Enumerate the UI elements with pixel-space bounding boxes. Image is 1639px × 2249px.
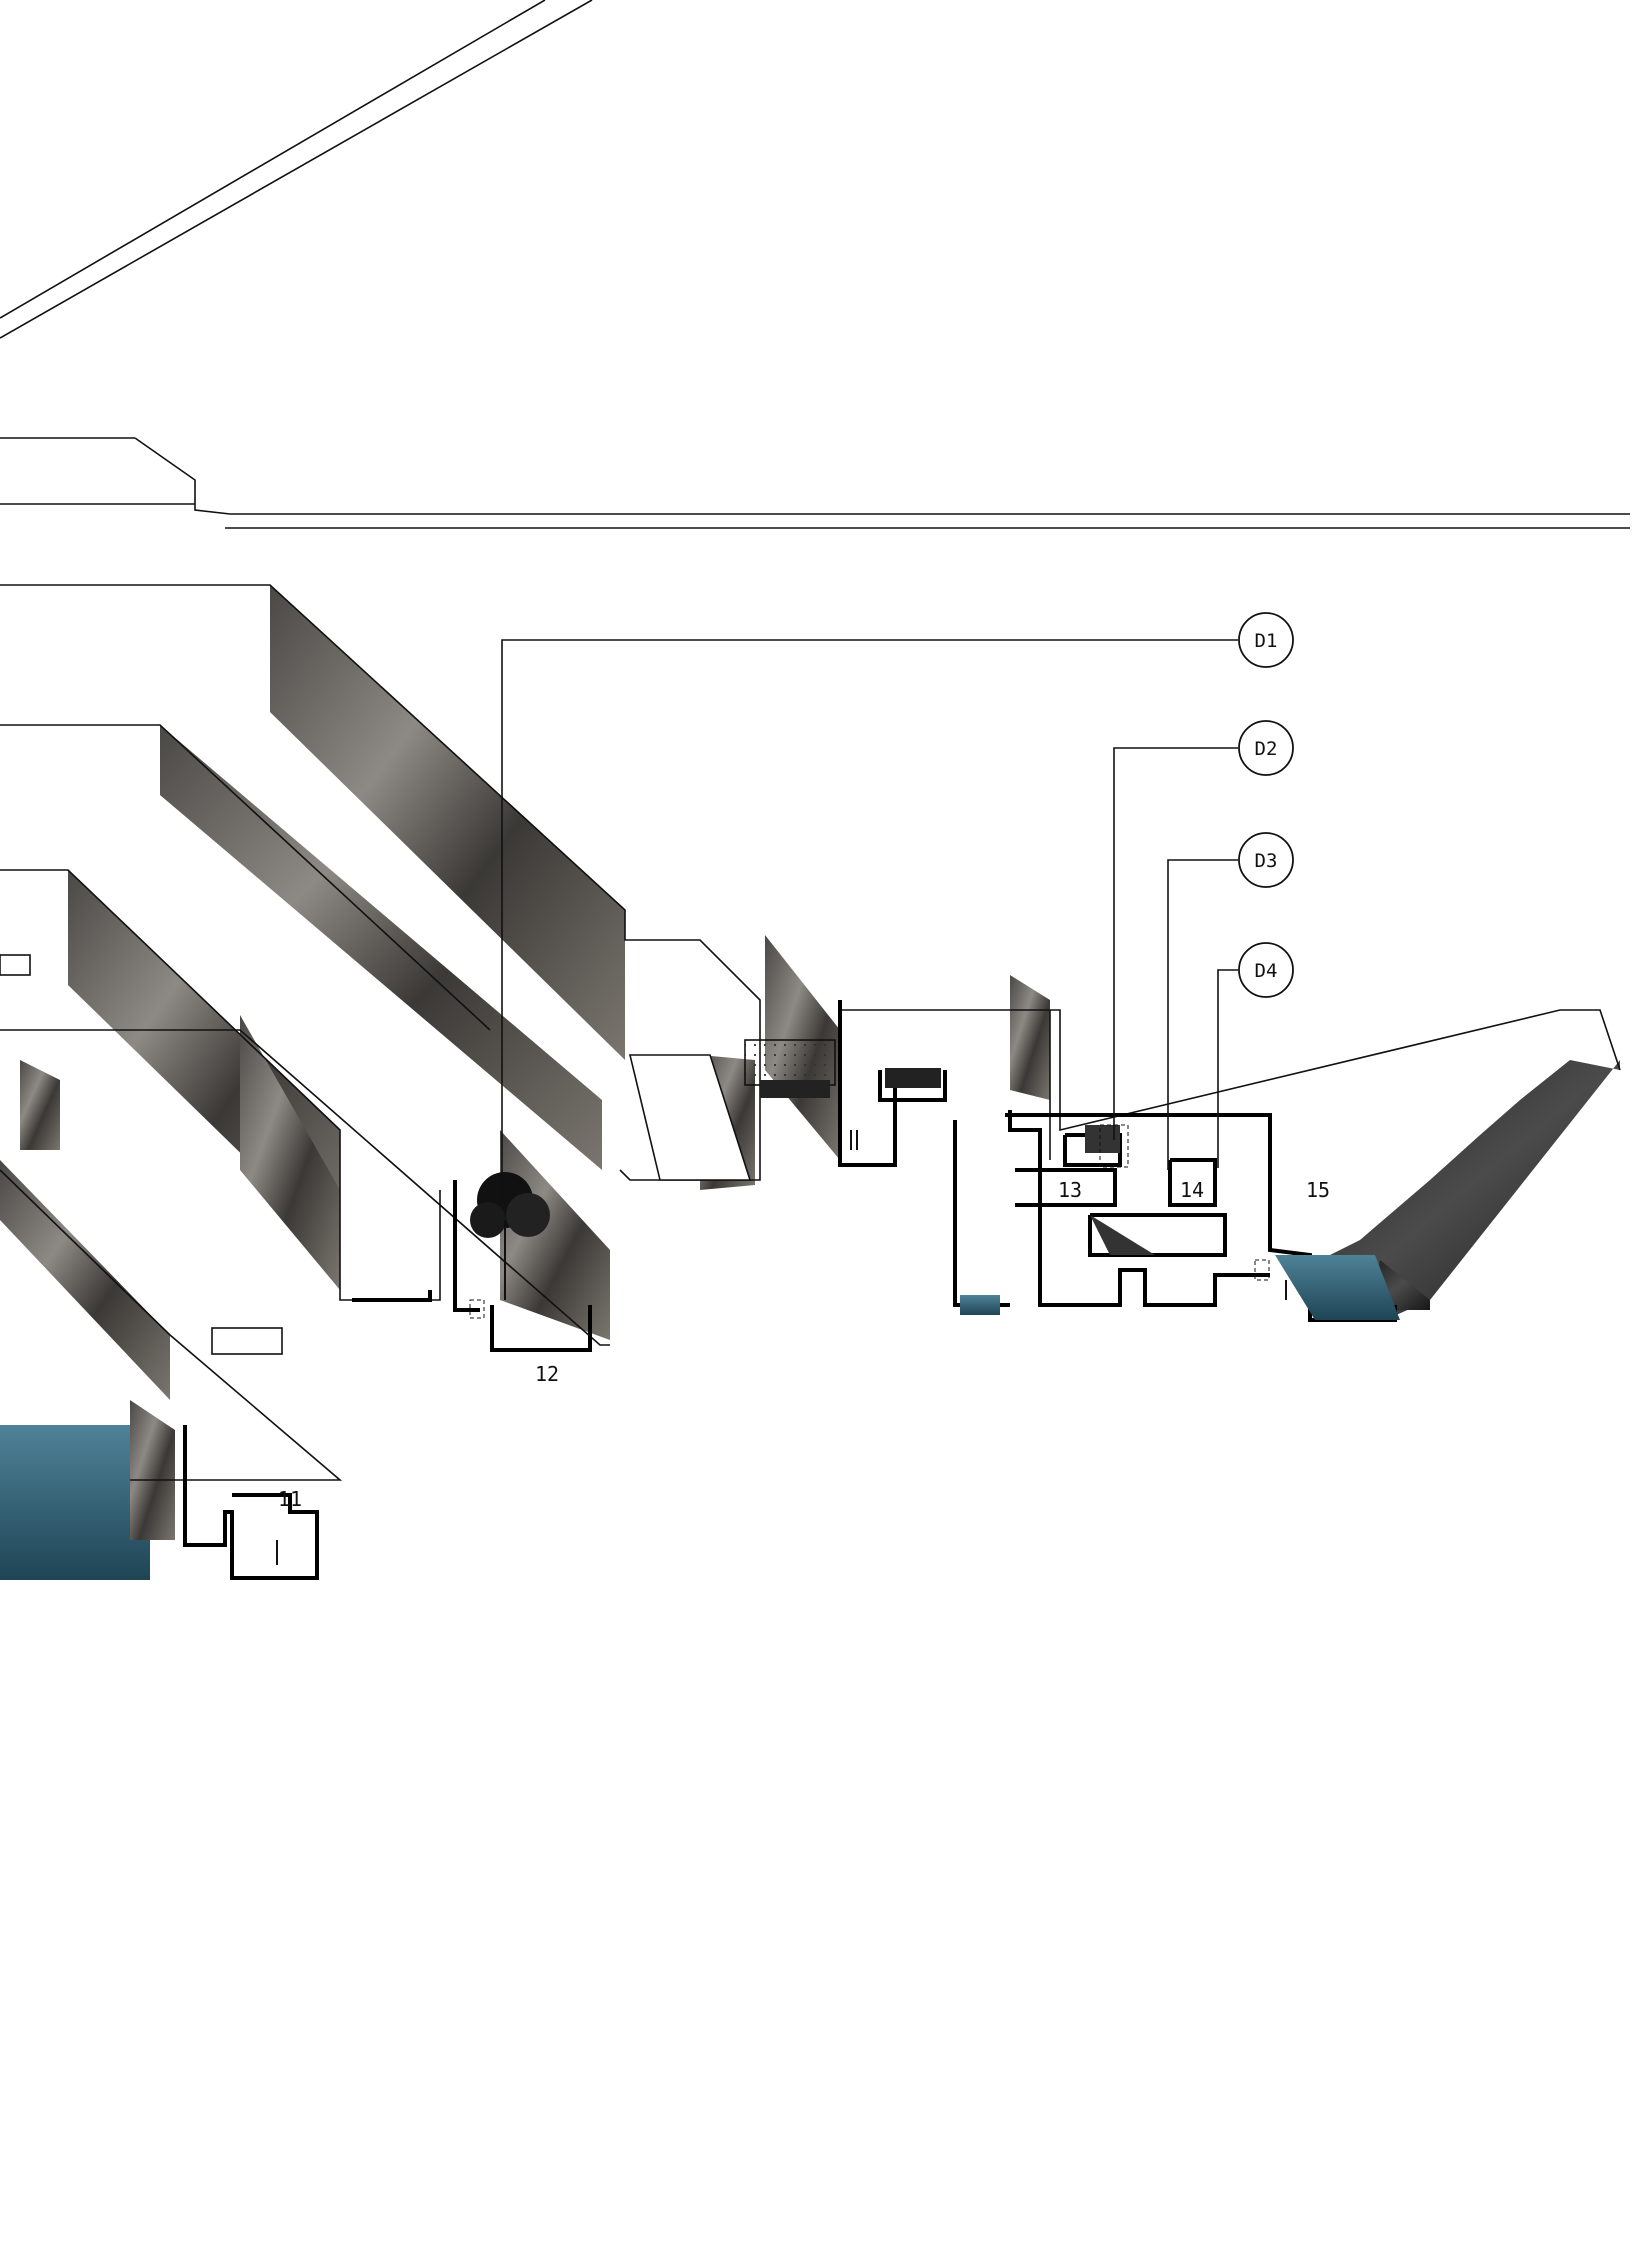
person-figures	[276, 1130, 1287, 1565]
roof-diagonal-lines	[0, 0, 1630, 529]
planter-box	[211, 1327, 283, 1355]
room-label-13: 13	[1058, 1178, 1082, 1202]
water-pools	[0, 1255, 1400, 1580]
tree-icon	[470, 1172, 550, 1300]
room-label-15: 15	[1306, 1178, 1330, 1202]
callout-label: D3	[1255, 850, 1278, 872]
detail-callout-d1: D1	[1238, 612, 1294, 668]
water-pool-right	[1275, 1255, 1400, 1320]
callout-label: D4	[1255, 960, 1278, 982]
room-label-11: 11	[278, 1487, 302, 1511]
detail-callout-d2: D2	[1238, 720, 1294, 776]
room-label-12: 12	[535, 1362, 559, 1386]
callout-leader-lines	[501, 639, 1238, 1205]
water-channel	[960, 1295, 1000, 1315]
detail-callout-d4: D4	[1238, 942, 1294, 998]
stair-courtyard	[469, 1039, 1270, 1319]
detail-callout-d3: D3	[1238, 832, 1294, 888]
water-pool-left	[0, 1425, 150, 1580]
room-label-14: 14	[1180, 1178, 1204, 1202]
callout-label: D2	[1255, 738, 1278, 760]
callout-label: D1	[1255, 630, 1278, 652]
